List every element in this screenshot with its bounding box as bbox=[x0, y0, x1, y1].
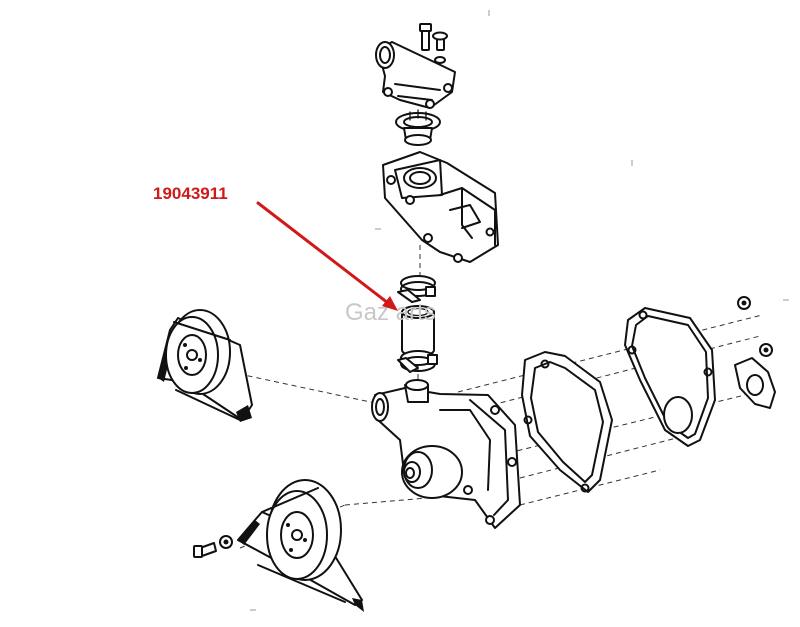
registration-ticks bbox=[250, 10, 789, 611]
nuts bbox=[219, 296, 773, 549]
upper-pulley-with-belt bbox=[157, 309, 253, 422]
cover-plate-gasket bbox=[734, 357, 776, 409]
cover-bolts bbox=[419, 23, 448, 64]
water-pump bbox=[371, 379, 521, 529]
water-pump-gasket bbox=[521, 351, 613, 493]
hose-clamp-upper bbox=[397, 275, 436, 303]
hose-clamp-lower bbox=[397, 350, 438, 373]
thermostat-housing-cover bbox=[375, 41, 456, 109]
part-number-label: 19043911 bbox=[153, 184, 228, 203]
pulley-bolt bbox=[193, 542, 217, 558]
lower-pulley-with-belt bbox=[237, 479, 364, 612]
backing-plate bbox=[624, 307, 716, 447]
thermostat bbox=[395, 109, 441, 146]
thermostat-housing bbox=[382, 151, 499, 263]
callout-arrow bbox=[256, 201, 398, 311]
